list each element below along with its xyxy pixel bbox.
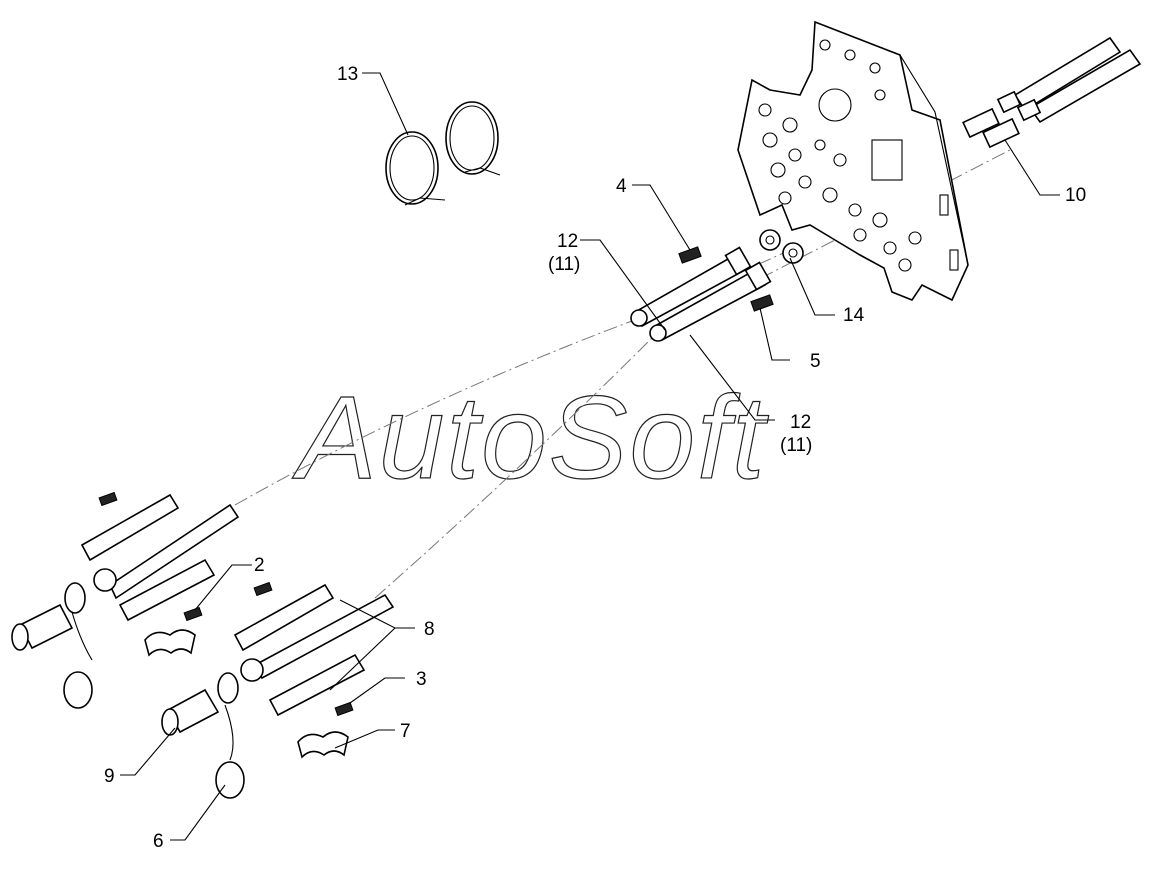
watermark: AutoSoft	[292, 372, 769, 504]
hose-assembly-upper	[11, 491, 240, 709]
callout-14: 14	[843, 305, 865, 326]
callout-12-upper: 12	[557, 231, 578, 252]
callouts: 13 4 12 (11) 10 14 5 12 (11) 2 8 3 7 9 6	[104, 64, 1086, 852]
callout-3: 3	[416, 669, 427, 690]
callout-9: 9	[104, 766, 115, 787]
pipe-fittings-10	[962, 36, 1142, 149]
callout-11-lower: (11)	[780, 435, 812, 456]
callout-10: 10	[1065, 185, 1086, 206]
callout-5: 5	[810, 351, 821, 372]
callout-8: 8	[424, 619, 435, 640]
callout-2: 2	[254, 555, 265, 576]
callout-6: 6	[153, 831, 164, 852]
hose-assembly-lower	[161, 581, 395, 799]
callout-11-upper: (11)	[548, 254, 580, 275]
clamp-rings-13	[385, 101, 501, 206]
mounting-plate	[737, 20, 969, 302]
callout-4: 4	[616, 176, 627, 197]
callout-7: 7	[400, 721, 411, 742]
nuts-14	[759, 229, 804, 264]
callout-13: 13	[337, 64, 358, 85]
leader-lines	[120, 72, 1060, 841]
center-lines	[234, 149, 1011, 599]
callout-12-lower: 12	[790, 412, 811, 433]
pipes-12	[630, 246, 774, 342]
